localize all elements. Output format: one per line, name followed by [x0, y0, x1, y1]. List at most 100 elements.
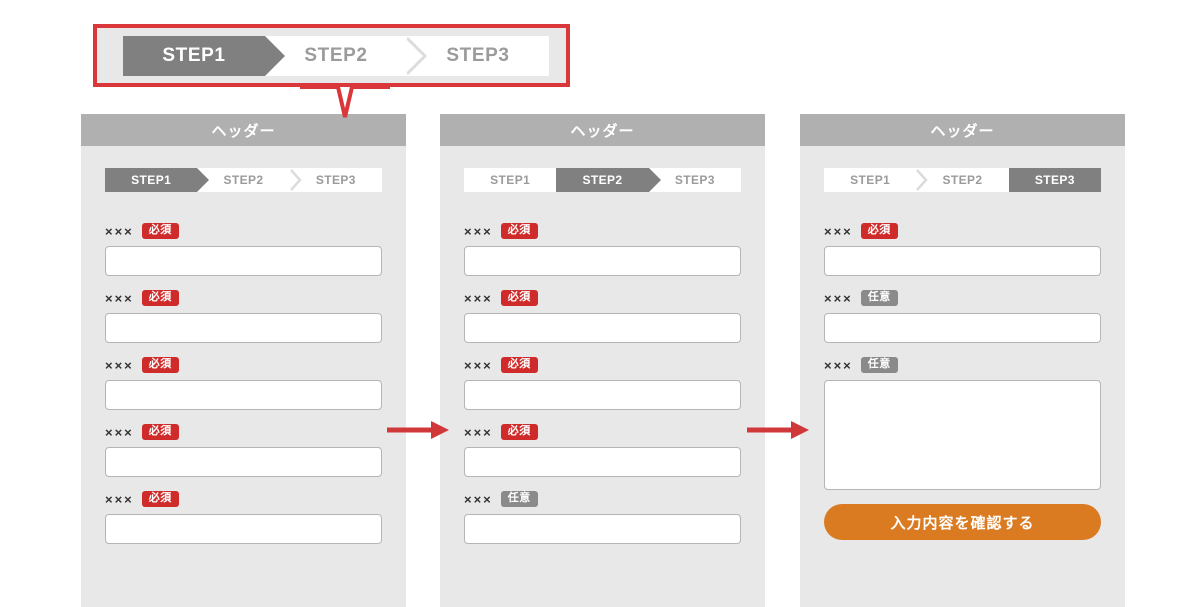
callout-inner: STEP1 STEP2 STEP3 [97, 28, 566, 83]
field-label-row: ××× 必須 [105, 356, 382, 374]
flow-arrow-1-to-2 [387, 421, 449, 439]
field-row: ××× 任意 [464, 490, 741, 544]
field-row: ××× 必須 [105, 490, 382, 544]
card3-step-3-label: STEP3 [1034, 173, 1075, 187]
field-label: ××× [105, 491, 134, 507]
callout-step-2[interactable]: STEP2 [265, 35, 427, 76]
field-row: ××× 必須 [464, 289, 741, 343]
text-input[interactable] [105, 380, 382, 410]
field-label: ××× [464, 424, 493, 440]
card-step1-header: ヘッダー [81, 114, 406, 146]
field-label: ××× [105, 424, 134, 440]
flow-arrow-2-to-3 [747, 421, 809, 439]
card1-step-2-label: STEP2 [223, 173, 264, 187]
card-step1-body: STEP1 STEP2 STEP3 ××× [81, 146, 406, 544]
card-step3-body: STEP1 STEP2 STEP3 ××× [800, 146, 1125, 540]
text-input[interactable] [464, 447, 741, 477]
field-row: ××× 任意 [824, 289, 1101, 343]
status-badge: 必須 [860, 223, 898, 239]
status-badge: 必須 [141, 424, 179, 440]
status-badge: 必須 [141, 223, 179, 239]
card-step3: ヘッダー STEP1 STEP2 STEP3 [800, 114, 1125, 607]
field-label: ××× [824, 290, 853, 306]
text-input[interactable] [105, 246, 382, 276]
field-label-row: ××× 必須 [464, 222, 741, 240]
card3-step-1[interactable]: STEP1 [824, 168, 929, 192]
card-step2-header: ヘッダー [440, 114, 765, 146]
card2-step-3[interactable]: STEP3 [648, 168, 741, 192]
field-label-row: ××× 必須 [105, 423, 382, 441]
field-row: ××× 必須 [464, 356, 741, 410]
field-label: ××× [105, 357, 134, 373]
status-badge: 任意 [500, 491, 538, 507]
field-label: ××× [464, 290, 493, 306]
card-step3-header: ヘッダー [800, 114, 1125, 146]
field-label: ××× [824, 223, 853, 239]
field-row: ××× 必須 [824, 222, 1101, 276]
field-row: ××× 必須 [105, 222, 382, 276]
chevron-right-icon [265, 35, 285, 76]
callout-step-3[interactable]: STEP3 [407, 35, 549, 76]
status-badge: 必須 [500, 223, 538, 239]
status-badge: 任意 [860, 290, 898, 306]
step-cards-container: ヘッダー STEP1 STEP2 STEP3 [0, 114, 1200, 607]
field-label-row: ××× 任意 [824, 289, 1101, 307]
chevron-right-icon [556, 168, 569, 192]
callout-step-3-label: STEP3 [446, 44, 510, 66]
text-input[interactable] [105, 313, 382, 343]
field-label: ××× [464, 491, 493, 507]
text-input[interactable] [824, 246, 1101, 276]
stepper-callout[interactable]: STEP1 STEP2 STEP3 [123, 35, 549, 76]
status-badge: 必須 [500, 424, 538, 440]
stepper-card-2[interactable]: STEP1 STEP2 STEP3 [464, 168, 741, 192]
text-input[interactable] [464, 246, 741, 276]
field-row: ××× 必須 [105, 423, 382, 477]
field-row: ××× 必須 [464, 222, 741, 276]
card3-step-2[interactable]: STEP2 [916, 168, 1021, 192]
highlighted-stepper-callout: STEP1 STEP2 STEP3 [93, 24, 570, 87]
text-input[interactable] [105, 514, 382, 544]
card2-step-2-label: STEP2 [582, 173, 623, 187]
chevron-right-icon [407, 36, 427, 75]
field-label: ××× [464, 357, 493, 373]
text-input[interactable] [824, 313, 1101, 343]
card2-step-1[interactable]: STEP1 [464, 168, 569, 192]
callout-step-1-label: STEP1 [162, 44, 226, 66]
card1-step-3[interactable]: STEP3 [289, 168, 382, 192]
card1-step-2[interactable]: STEP2 [197, 168, 302, 192]
field-label: ××× [105, 290, 134, 306]
textarea-input[interactable] [824, 380, 1101, 490]
text-input[interactable] [105, 447, 382, 477]
text-input[interactable] [464, 313, 741, 343]
field-label-row: ××× 必須 [464, 356, 741, 374]
field-row: ××× 必須 [464, 423, 741, 477]
callout-step-1[interactable]: STEP1 [123, 35, 285, 76]
card3-step-3[interactable]: STEP3 [1008, 168, 1101, 192]
status-badge: 必須 [141, 491, 179, 507]
text-input[interactable] [464, 380, 741, 410]
card3-step-1-label: STEP1 [850, 173, 891, 187]
field-label-row: ××× 必須 [464, 289, 741, 307]
stepper-card-3[interactable]: STEP1 STEP2 STEP3 [824, 168, 1101, 192]
card1-step-1[interactable]: STEP1 [105, 168, 210, 192]
field-row: ××× 必須 [105, 289, 382, 343]
card1-step-1-label: STEP1 [131, 173, 172, 187]
status-badge: 必須 [500, 357, 538, 373]
field-label-row: ××× 必須 [105, 222, 382, 240]
field-label: ××× [464, 223, 493, 239]
field-label: ××× [824, 357, 853, 373]
status-badge: 任意 [860, 357, 898, 373]
card2-step-2[interactable]: STEP2 [556, 168, 661, 192]
field-label-row: ××× 必須 [824, 222, 1101, 240]
card2-step-1-label: STEP1 [490, 173, 531, 187]
field-row: ××× 任意 [824, 356, 1101, 490]
confirm-button[interactable]: 入力内容を確認する [824, 504, 1101, 540]
card2-step-3-label: STEP3 [674, 173, 715, 187]
card-step2-body: STEP1 STEP2 STEP3 ××× [440, 146, 765, 544]
status-badge: 必須 [500, 290, 538, 306]
card1-step-3-label: STEP3 [315, 173, 356, 187]
field-label: ××× [105, 223, 134, 239]
field-label-row: ××× 任意 [464, 490, 741, 508]
text-input[interactable] [464, 514, 741, 544]
stepper-card-1[interactable]: STEP1 STEP2 STEP3 [105, 168, 382, 192]
